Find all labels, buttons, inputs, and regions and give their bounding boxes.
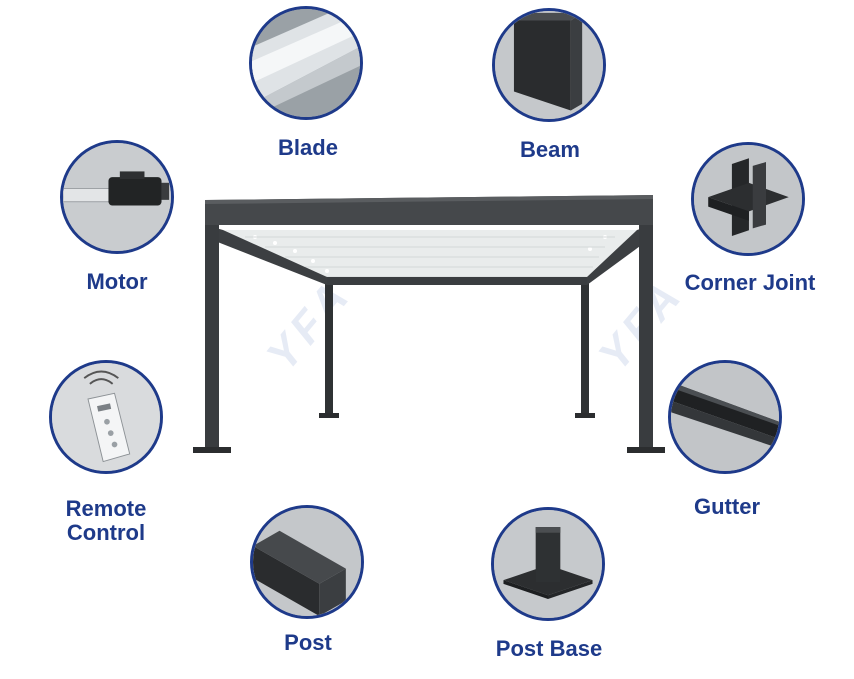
- gutter-thumbnail: [668, 360, 782, 474]
- gutter-label: Gutter: [694, 494, 760, 519]
- corner-joint-icon: [694, 145, 802, 253]
- blade-icon: [252, 9, 360, 117]
- remote-control-icon: [52, 363, 160, 471]
- beam-label: Beam: [520, 137, 580, 162]
- post-base-icon: [494, 510, 602, 618]
- post-base-thumbnail: [491, 507, 605, 621]
- corner-joint-thumbnail: [691, 142, 805, 256]
- beam-thumbnail: [492, 8, 606, 122]
- motor-label: Motor: [86, 269, 148, 294]
- post-icon: [253, 508, 361, 616]
- corner-joint-label: Corner Joint: [684, 270, 816, 295]
- pergola-illustration: [193, 195, 665, 453]
- blade-thumbnail: [249, 6, 363, 120]
- beam-icon: [495, 11, 603, 119]
- post-base-label: Post Base: [495, 636, 603, 661]
- motor-thumbnail: [60, 140, 174, 254]
- blade-label: Blade: [278, 135, 338, 160]
- post-thumbnail: [250, 505, 364, 619]
- gutter-icon: [671, 363, 779, 471]
- post-label: Post: [284, 630, 332, 655]
- remote-control-thumbnail: [49, 360, 163, 474]
- motor-icon: [63, 143, 171, 251]
